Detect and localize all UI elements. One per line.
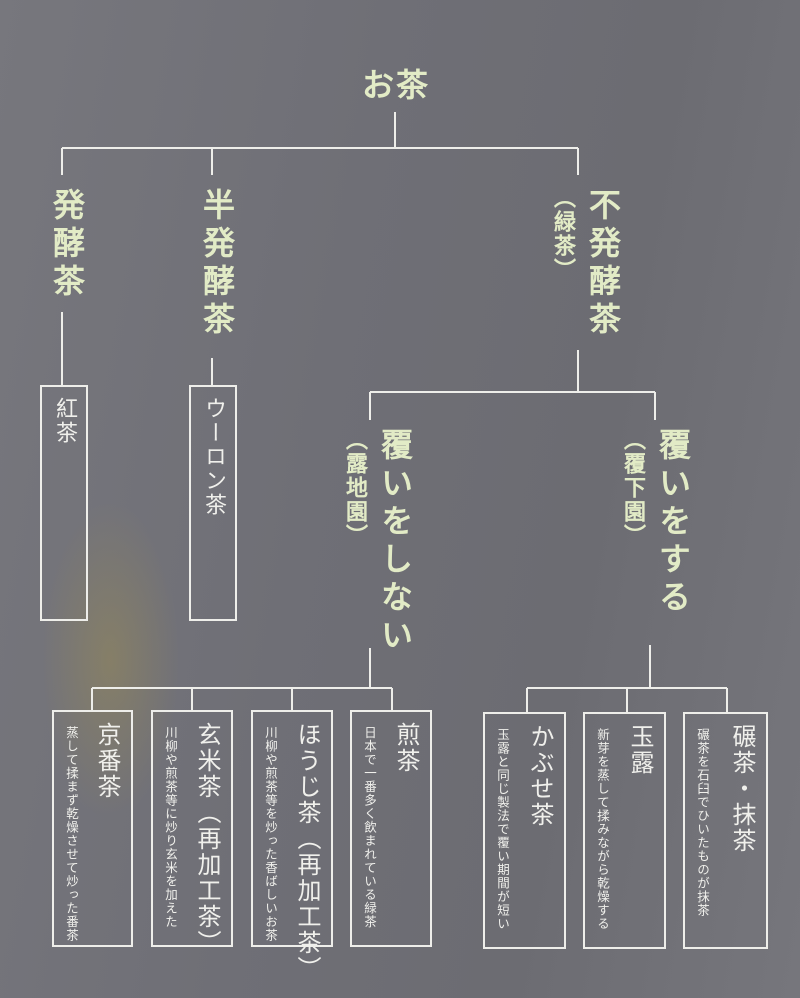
leaf-title: ウーロン茶 — [201, 397, 226, 517]
tea-card-hojicha: ほうじ茶（再加工茶） 川柳や煎茶等を炒った香ばしいお茶 — [251, 710, 333, 982]
tea-description: 川柳や煎茶等に炒り玄米を加えた — [163, 726, 178, 929]
tea-description: 川柳や煎茶等を炒った香ばしいお茶 — [263, 726, 278, 942]
leaf-oolong-tea: ウーロン茶 — [189, 385, 237, 621]
open-field-note: （露地園） — [342, 428, 367, 548]
tea-title: 玉露 — [626, 724, 654, 776]
unfermented-tea-label: 不発酵茶 — [584, 188, 622, 340]
light-glare — [40, 500, 180, 820]
leaf-title: 紅茶 — [52, 397, 77, 445]
root-title: お茶 — [362, 66, 431, 104]
fermented-tea-label: 発酵茶 — [48, 188, 86, 302]
uncovered-label: 覆いをしない — [376, 428, 414, 656]
tea-description: 日本で一番多く飲まれている緑茶 — [362, 726, 377, 929]
tea-title: かぶせ茶 — [526, 724, 554, 828]
tea-card-kyobancha: 京番茶 蒸して揉まず乾燥させて炒った番茶 — [52, 710, 133, 947]
tea-title: 碾茶・抹茶 — [728, 724, 756, 854]
tea-card-genmaicha: 玄米茶（再加工茶） 川柳や煎茶等に炒り玄米を加えた — [151, 710, 233, 956]
tea-card-gyokuro: 玉露 新芽を蒸して揉みながら乾燥する — [583, 712, 666, 949]
tea-card-tencha-matcha: 碾茶・抹茶 碾茶を石臼でひいたものが抹茶 — [683, 712, 768, 949]
tea-title: 京番茶 — [93, 722, 121, 800]
green-tea-note: （緑茶） — [550, 186, 575, 282]
tea-card-sencha: 煎茶 日本で一番多く飲まれている緑茶 — [350, 710, 432, 947]
tea-description: 新芽を蒸して揉みながら乾燥する — [595, 728, 610, 931]
shaded-field-note: （覆下園） — [620, 428, 645, 548]
tea-title: ほうじ茶（再加工茶） — [293, 722, 321, 982]
tea-description: 蒸して揉まず乾燥させて炒った番茶 — [64, 726, 79, 942]
tea-description: 玉露と同じ製法で覆い期間が短い — [495, 728, 510, 931]
covered-label: 覆いをする — [654, 428, 692, 618]
tea-title: 煎茶 — [392, 722, 420, 774]
tea-card-kabusecha: かぶせ茶 玉露と同じ製法で覆い期間が短い — [483, 712, 566, 949]
semi-fermented-tea-label: 半発酵茶 — [198, 188, 236, 340]
tea-description: 碾茶を石臼でひいたものが抹茶 — [695, 728, 710, 917]
tea-title: 玄米茶（再加工茶） — [193, 722, 221, 956]
leaf-black-tea: 紅茶 — [40, 385, 88, 621]
